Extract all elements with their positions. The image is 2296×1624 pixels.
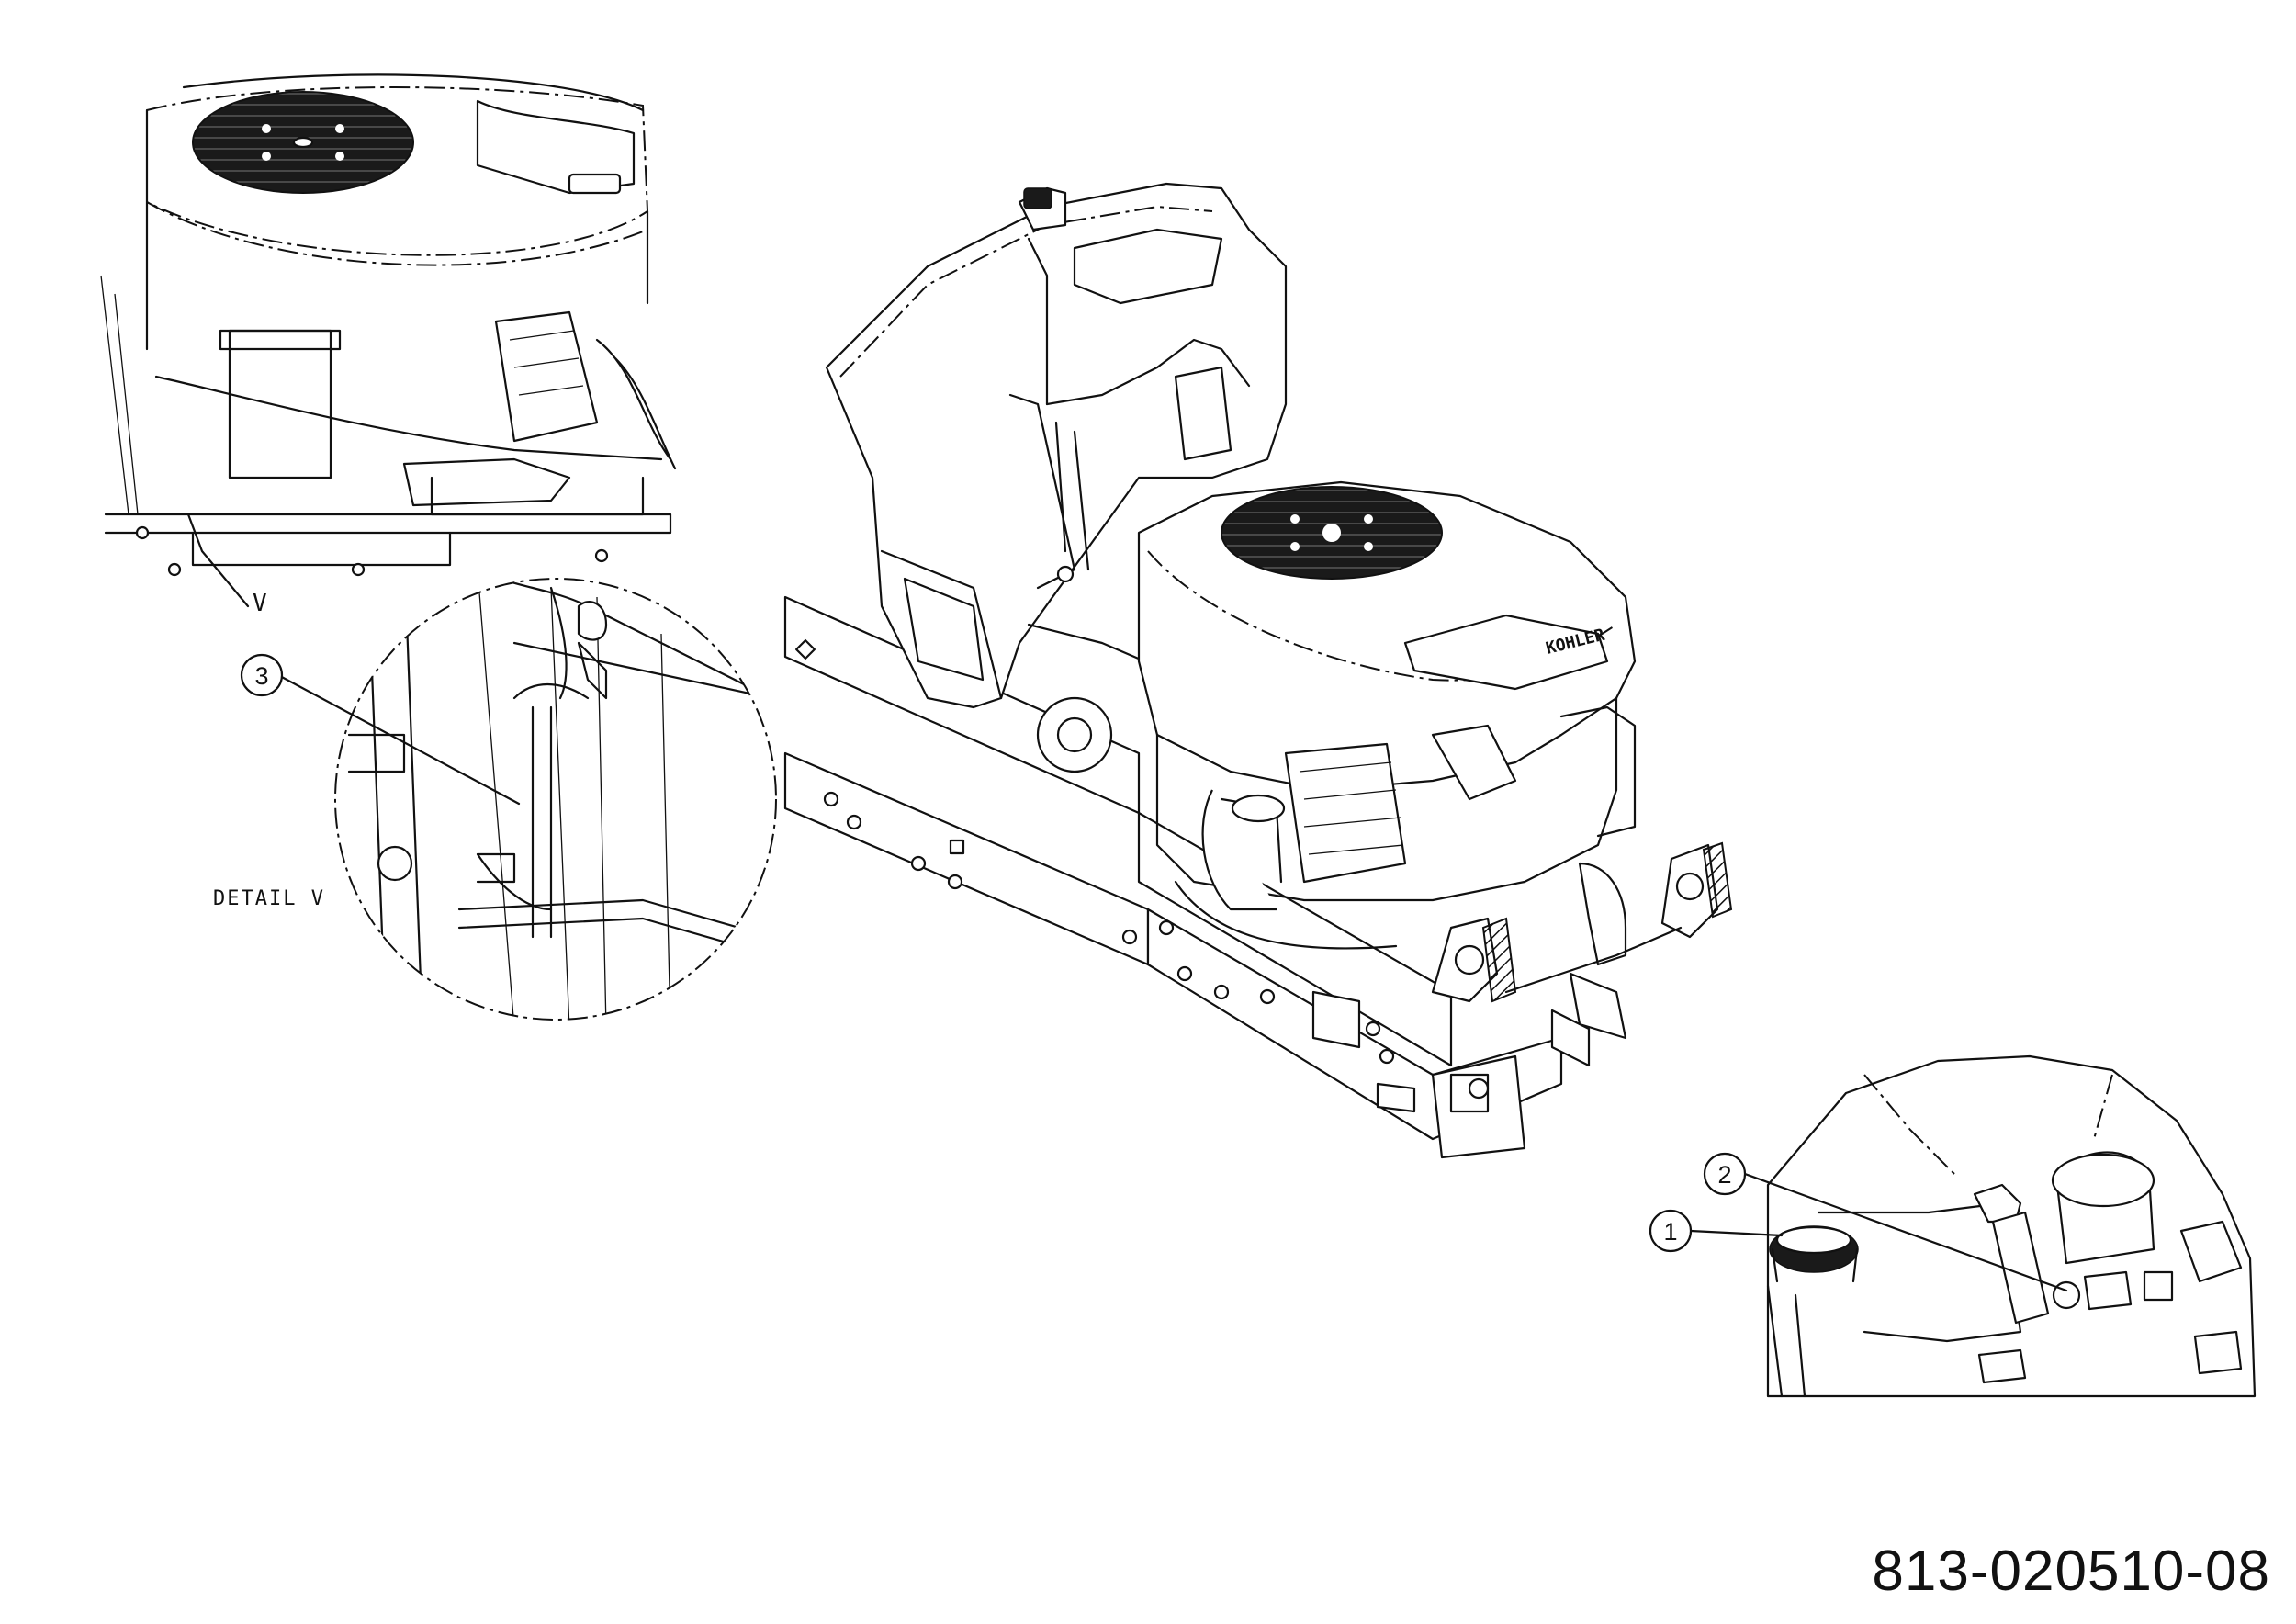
callout-3: 3 (240, 653, 521, 806)
fuel-tank-inset (1766, 1054, 2257, 1398)
engine: KOHLER (1137, 480, 1637, 966)
detail-label: DETAIL V (213, 887, 325, 910)
tractor-assembly: KOHLER (783, 182, 1733, 1159)
callout-2: 2 (1703, 1152, 2068, 1292)
frame-holes (795, 639, 1395, 1065)
callout-1: 1 (1649, 1209, 1784, 1253)
drawing-number: 813-020510-08 (1872, 1539, 2270, 1603)
callout-1-label: 1 (1663, 1218, 1677, 1246)
callout-2-label: 2 (1717, 1161, 1731, 1189)
engine-inset: V (100, 73, 677, 617)
callout-3-label: 3 (254, 662, 268, 690)
view-marker: V (253, 590, 267, 617)
